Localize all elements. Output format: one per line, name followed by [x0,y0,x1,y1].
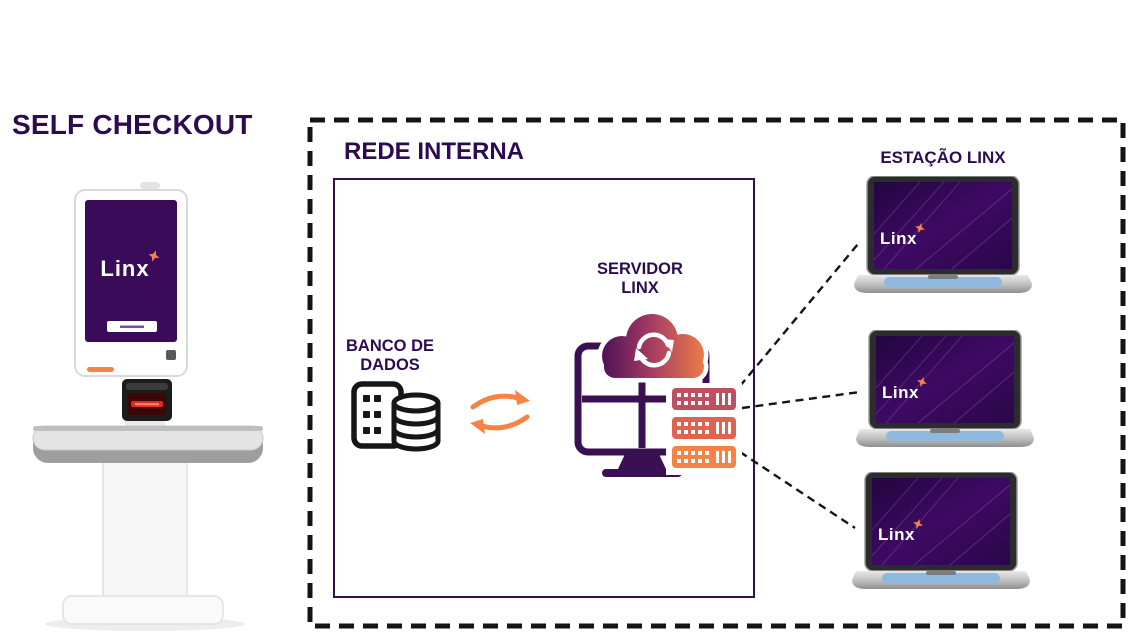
cloud-sync-icon [597,309,709,383]
laptop-keyboard [882,573,1000,583]
kiosk-scanner [122,379,172,421]
linx-logo-text: Linx [882,383,919,402]
stations-title: ESTAÇÃO LINX [880,148,1006,167]
exchange-arrows-icon [470,390,530,434]
kiosk-head: Linx [74,189,188,377]
laptop-screen [874,182,1012,269]
internal-network-boundary [307,117,1126,629]
server-rack-icon [672,388,736,468]
linx-logo: Linx [878,519,923,544]
connector-server-laptop-3 [739,450,856,530]
kiosk-screen [85,200,177,342]
laptop-hinge [930,429,960,433]
database-label-line1: BANCO DE [345,337,434,355]
linx-logo-text: Linx [880,229,917,248]
database-icon [351,381,441,452]
laptop-1: Linx [854,176,1032,293]
self-checkout-kiosk: Linx [32,182,264,631]
wallpaper-facets [873,181,1013,270]
laptop-hinge [928,275,958,279]
server-label: SERVIDOR LINX [565,260,715,298]
wallpaper-facets [875,335,1015,424]
server-network-box [333,178,755,598]
linx-logo: Linx [882,377,927,402]
kiosk-top-bracket [140,182,160,189]
linx-spark-icon [917,377,927,387]
kiosk-base [62,595,224,625]
server-label-line1: SERVIDOR [597,260,683,278]
kiosk-linx-logo-text: Linx [100,256,149,281]
wallpaper-facets [871,477,1011,566]
linx-logo-text: Linx [878,525,915,544]
laptop-screen [872,478,1010,565]
laptop-keyboard [886,431,1004,441]
connector-server-laptop-2 [741,390,861,410]
kiosk-pedestal [102,453,188,601]
linx-logo: Linx [880,223,925,248]
database-label-line2: DADOS [360,356,420,374]
internal-network-title: REDE INTERNA [344,138,525,165]
server-label-line2: LINX [621,279,659,297]
kiosk-table [32,425,264,463]
kiosk-printer-slot [87,367,114,372]
linx-spark-icon [148,250,160,262]
laptop-hinge [926,571,956,575]
servidor-linx-icon [574,309,742,477]
connector-server-laptop-1 [739,243,859,387]
kiosk-screen-button-label [120,325,144,328]
linx-spark-icon [913,519,923,529]
laptop-screen [876,336,1014,423]
laptop-3: Linx [852,472,1030,589]
kiosk-camera [166,350,176,360]
laptop-2: Linx [856,330,1034,447]
linx-spark-icon [915,223,925,233]
laptop-keyboard [884,277,1002,287]
network-connection-lines [739,243,861,530]
database-label: BANCO DE DADOS [322,337,458,375]
page-title: SELF CHECKOUT [12,109,253,140]
